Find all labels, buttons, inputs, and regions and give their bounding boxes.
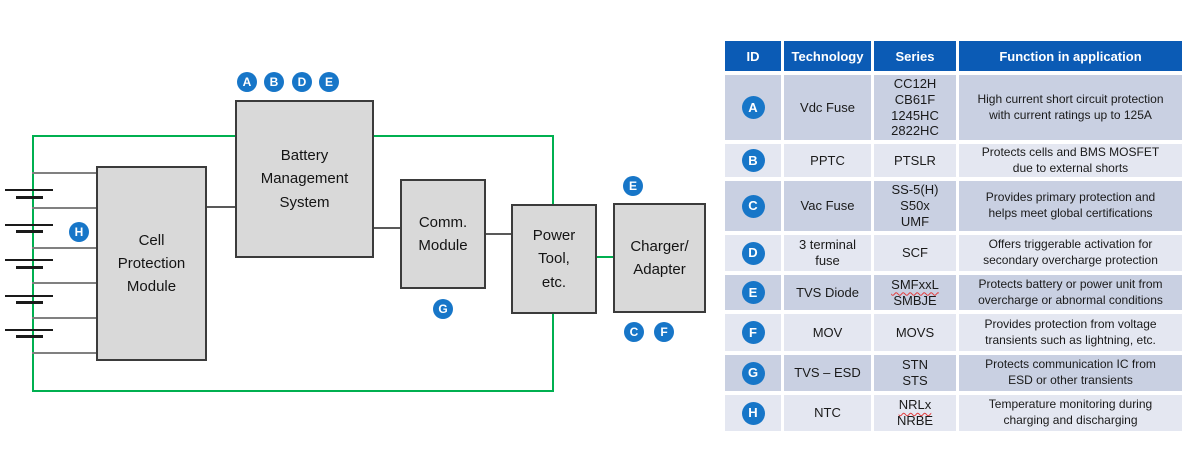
table-row-f-series: MOVS [874,314,956,351]
table-row-b-id: B [725,144,781,177]
comm-module-label: Comm. Module [418,213,468,254]
table-row-a-id: A [725,75,781,140]
table-row-b-technology: PPTC [784,144,871,177]
battery-tap-wire [32,317,96,319]
wire-bms-to-comm [374,227,400,229]
table-row-a-function: High current short circuit protection wi… [959,75,1182,140]
comm-module-box: Comm. Module [400,179,486,289]
table-row-b-function: Protects cells and BMS MOSFET due to ext… [959,144,1182,177]
table-row-a-technology: Vdc Fuse [784,75,871,140]
table-row-c-series: SS-5(H) S50x UMF [874,181,956,231]
id-badge-g: G [741,361,765,385]
table-row-e-function: Protects battery or power unit from over… [959,275,1182,310]
id-badge-b: B [741,149,765,172]
col-header-technology: Technology [784,41,871,71]
cell-protection-module-label: Cell Protection Module [117,231,186,296]
parts-table: ID Technology Series Function in applica… [725,41,1183,431]
table-row-h-function: Temperature monitoring during charging a… [959,395,1182,431]
battery-management-system-label: Battery Management System [260,147,349,211]
table-row-f-technology: MOV [784,314,871,351]
power-tool-box: Power Tool, etc. [511,204,597,314]
id-badge-e: E [741,281,765,304]
table-row-a-series: CC12H CB61F 1245HC 2822HC [874,75,956,140]
table-row-f-function: Provides protection from voltage transie… [959,314,1182,351]
table-row-d-technology: 3 terminal fuse [784,235,871,271]
table-row-d-series: SCF [874,235,956,271]
badge-h: H [69,222,89,242]
table-row-c-function: Provides primary protection and helps me… [959,181,1182,231]
battery-tap-wire [32,172,96,174]
id-badge-d: D [741,241,765,265]
id-badge-c: C [741,194,765,218]
badge-f: F [654,322,674,342]
table-row-c-technology: Vac Fuse [784,181,871,231]
table-row-h-series: NRLx NRBE [874,395,956,431]
cell-protection-module-box: Cell Protection Module [96,166,207,361]
table-row-g-series: STN STS [874,355,956,391]
badge-g: G [433,299,453,319]
table-row-g-id: G [725,355,781,391]
table-row-c-id: C [725,181,781,231]
col-header-function: Function in application [959,41,1182,71]
charger-adapter-box: Charger/ Adapter [613,203,706,313]
battery-management-system-box: Battery Management System [235,100,374,258]
wire-powertool-to-charger [597,256,613,258]
table-row-e-technology: TVS Diode [784,275,871,310]
badge-d: D [292,72,312,92]
table-row-g-technology: TVS – ESD [784,355,871,391]
power-tool-label: Power Tool, etc. [532,227,576,291]
badge-e-bms: E [319,72,339,92]
table-row-f-id: F [725,314,781,351]
wire-cpm-to-bms [207,206,235,208]
table-row-h-technology: NTC [784,395,871,431]
wire-comm-to-powertool [486,233,511,235]
badge-b: B [264,72,284,92]
battery-tap-wire [32,282,96,284]
badge-a: A [237,72,257,92]
col-header-series: Series [874,41,956,71]
battery-tap-wire [32,352,96,354]
badge-c: C [624,322,644,342]
table-row-g-function: Protects communication IC from ESD or ot… [959,355,1182,391]
badge-e-charger: E [623,176,643,196]
table-row-b-series: PTSLR [874,144,956,177]
id-badge-h: H [741,401,765,425]
table-row-d-function: Offers triggerable activation for second… [959,235,1182,271]
charger-adapter-label: Charger/ Adapter [630,237,689,278]
col-header-id: ID [725,41,781,71]
battery-tap-wire [32,247,96,249]
battery-tap-wire [32,207,96,209]
table-row-h-id: H [725,395,781,431]
table-row-e-series: SMFxxL SMBJE [874,275,956,310]
id-badge-f: F [741,321,765,344]
id-badge-a: A [741,96,765,119]
table-row-d-id: D [725,235,781,271]
table-row-e-id: E [725,275,781,310]
